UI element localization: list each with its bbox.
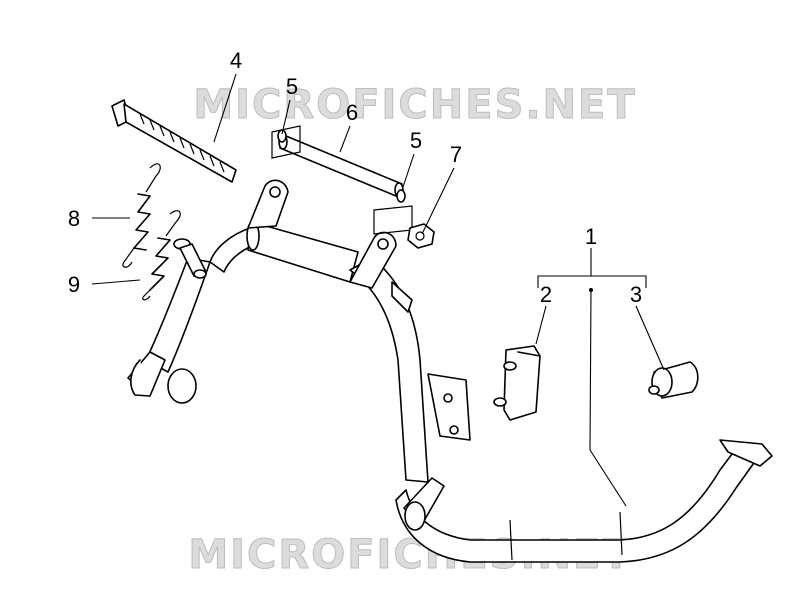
bolt — [111, 99, 237, 183]
callout-2: 2 — [540, 282, 552, 307]
spring-upper — [122, 163, 161, 268]
rubber-buffer-right — [648, 361, 699, 399]
bushing-left — [271, 125, 301, 159]
callout-7: 7 — [450, 142, 462, 167]
callout-6: 6 — [346, 100, 358, 125]
watermark-top: MICROFICHES.NET — [193, 82, 636, 128]
nut — [407, 223, 435, 249]
callout-1: 1 — [585, 224, 597, 249]
callout-9: 9 — [68, 272, 80, 297]
callout-5-left: 5 — [286, 74, 298, 99]
callout-8: 8 — [68, 206, 80, 231]
rubber-buffer-left — [493, 345, 541, 421]
callout-5-right: 5 — [410, 128, 422, 153]
leader-lines — [91, 73, 665, 507]
bushing-right — [373, 189, 413, 235]
center-stand-frame — [127, 179, 773, 563]
spring-lower — [142, 210, 181, 301]
pivot-pin — [173, 238, 207, 279]
callout-3: 3 — [630, 282, 642, 307]
pivot-tube — [278, 134, 404, 198]
callout-4: 4 — [230, 48, 242, 73]
